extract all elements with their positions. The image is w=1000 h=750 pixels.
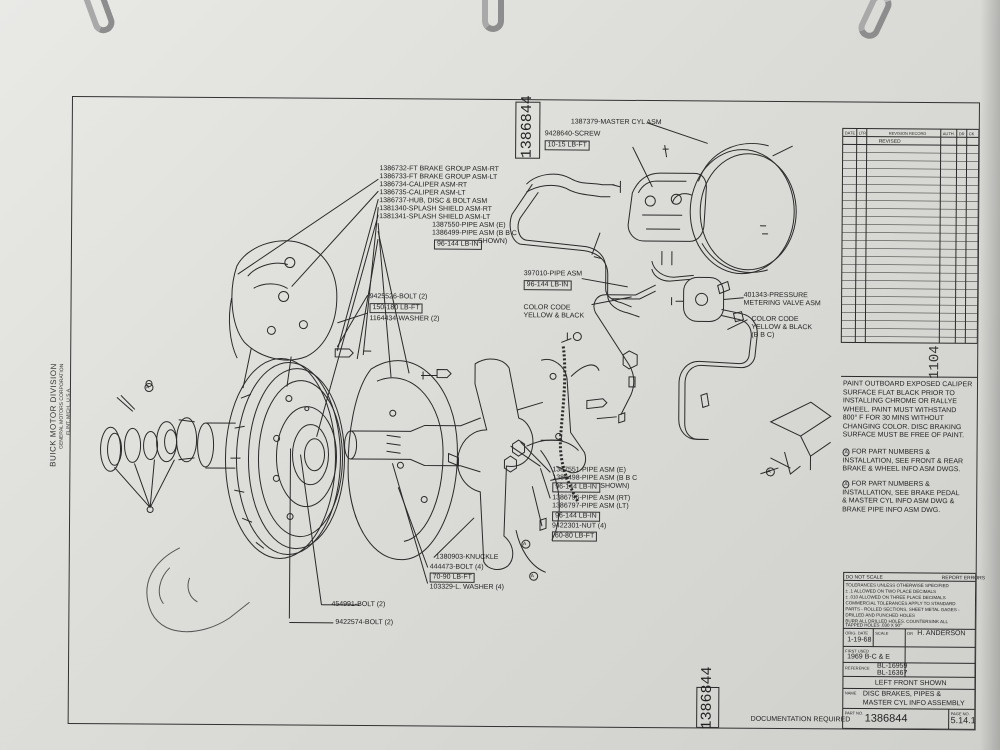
label-screw: 9428640-SCREW xyxy=(544,130,601,138)
label-bolt-9425526: 9425526-BOLT (2) xyxy=(369,293,428,301)
note-b-line-1-text: FOR PART NUMBERS & xyxy=(851,480,930,488)
tb-name-2: MASTER CYL INFO ASSEMBLY xyxy=(862,699,965,708)
tb-first-used: 1969 B-C & E xyxy=(847,653,890,661)
label-torque-397010: 96-144 LB-IN xyxy=(523,280,572,291)
tb-reference-label: REFERENCE xyxy=(845,665,870,671)
binder-ring-right xyxy=(854,0,896,43)
tb-drawn-by: H. ANDERSON xyxy=(917,629,966,638)
tb-orig-date: 1-19-68 xyxy=(847,636,872,644)
sheet-shadow-right xyxy=(980,0,1000,750)
label-washer: 1164434-WASHER (2) xyxy=(369,315,440,323)
binder-ring-left xyxy=(80,0,118,37)
note-b-line-4: BRAKE PIPE INFO ASM DWG. xyxy=(842,505,941,514)
label-pipe-397010: 397010-PIPE ASM xyxy=(523,270,583,278)
label-pipe-bbc-top: 1386499-PIPE ASM (B B C xyxy=(432,229,517,238)
tb-name-1: DISC BRAKES, PIPES & xyxy=(862,690,942,699)
label-torque-pipe-top: 96-144 LB-IN xyxy=(433,239,482,250)
label-nut: 9422301-NUT (4) xyxy=(551,522,607,530)
note-a-line-3: BRAKE & WHEEL INFO ASM DWGS. xyxy=(842,465,961,474)
rev-header-date: DATE xyxy=(844,130,856,136)
binder-ring-middle xyxy=(482,0,504,32)
label-pressure-valve-2: METERING VALVE ASM xyxy=(743,299,821,308)
label-torque-pipe-low: 96-144 LB-IN xyxy=(552,511,600,522)
label-torque-nut: 60-80 LB-FT xyxy=(551,531,598,542)
diagram-drawing xyxy=(100,97,979,730)
rev-header-record: REVISION RECORD xyxy=(888,130,927,136)
tb-scale-label: SCALE xyxy=(875,630,889,636)
note-paint-line-5: 800° F FOR 30 MINS WITHOUT xyxy=(842,414,944,423)
drawing-number-top: 1386844 xyxy=(518,95,537,159)
note-a-line-1-text: FOR PART NUMBERS & xyxy=(851,448,931,456)
note-paint-line-3: INSTALLING CHROME OR RALLYE xyxy=(842,397,958,406)
rev-header-ltr: LTR xyxy=(858,130,867,136)
note-b-line-3: & MASTER CYL INFO ASM DWG & xyxy=(842,497,955,506)
sheet-number-side: 1104 xyxy=(927,345,944,380)
label-lwasher: 103329-L. WASHER (4) xyxy=(429,583,505,592)
rev-header-auth: AUTH. xyxy=(942,131,955,137)
tb-name-label: NAME xyxy=(844,690,857,696)
documentation-required: DOCUMENTATION REQUIRED xyxy=(750,715,851,724)
tb-report-errors: REPORT ERRORS xyxy=(941,575,986,582)
tb-view: LEFT FRONT SHOWN xyxy=(874,679,947,688)
label-master-cyl: 1387379-MASTER CYL ASM xyxy=(570,118,662,127)
label-bolt-454991: 454991-BOLT (2) xyxy=(331,600,386,609)
label-pipe-1386498-shown: SHOWN) xyxy=(600,482,630,490)
tb-part-no: 1386844 xyxy=(864,712,908,725)
note-paint-line-1: PAINT OUTBOARD EXPOSED CALIPER xyxy=(842,380,973,389)
label-bolt-444473: 444473-BOLT (4) xyxy=(429,563,484,571)
company-division: BUICK MOTOR DIVISION xyxy=(48,363,59,467)
marker-a-1: A xyxy=(145,384,150,391)
label-torque-pipe-mid: 96-144 LB-IN xyxy=(552,482,600,493)
note-a-marker: A xyxy=(842,448,850,457)
label-pipe-bbc-top-shown: SHOWN) xyxy=(477,237,508,246)
marker-a-3: A xyxy=(530,573,535,580)
note-paint: PAINT OUTBOARD EXPOSED CALIPER SURFACE F… xyxy=(843,380,981,440)
company-corporation: GENERAL MOTORS CORPORATION xyxy=(58,363,66,449)
note-b: A FOR PART NUMBERS & INSTALLATION, SEE B… xyxy=(842,480,980,515)
label-knuckle: 1380903-KNUCKLE xyxy=(435,553,499,561)
note-paint-line-7: SURFACE MUST BE FREE OF PAINT. xyxy=(842,431,965,440)
rev-entry: REVISED xyxy=(878,138,901,145)
rev-header-ck: CK xyxy=(968,131,975,137)
rev-header-dr: DR xyxy=(958,131,965,137)
note-b-line-1: A FOR PART NUMBERS & xyxy=(842,480,980,489)
tb-do-not-scale: DO NOT SCALE xyxy=(845,574,883,581)
tb-dr-label: DR xyxy=(907,630,914,636)
tb-tol-6: DRILLED AND PUNCHED HOLES xyxy=(845,612,915,618)
drawing-sheet: BUICK MOTOR DIVISION GENERAL MOTORS CORP… xyxy=(48,95,985,731)
label-torque-bolt-444473: 70-90 LB-FT xyxy=(429,572,475,583)
tb-ref-2: BL-16367 xyxy=(876,669,908,677)
label-pipe-lt: 1386797-PIPE ASM (LT) xyxy=(552,502,629,510)
drawing-number-bottom: 1386844 xyxy=(698,666,717,730)
note-a-line-1: A FOR PART NUMBERS & xyxy=(842,448,980,457)
tb-page-no: 5.14.1 xyxy=(950,715,976,726)
marker-a-4: A xyxy=(767,468,771,475)
label-bolt-9422574: 9422574-BOLT (2) xyxy=(335,618,394,627)
note-b-marker: A xyxy=(842,480,850,489)
label-torque-bolt-9425526: 150-180 LB-FT xyxy=(369,303,423,314)
label-color-code-left-2: YELLOW & BLACK xyxy=(523,312,585,320)
label-torque-screw: 10-15 LB-FT xyxy=(544,140,590,151)
note-a: A FOR PART NUMBERS & INSTALLATION, SEE F… xyxy=(842,448,980,474)
tb-tol-8: TAPPED HOLES .030 X 90° xyxy=(845,622,902,628)
label-color-code-right-3: (B B C) xyxy=(751,331,775,339)
company-location: FLINT, MICH., U.S.A. xyxy=(65,387,72,436)
marker-a-2: A xyxy=(522,541,527,548)
